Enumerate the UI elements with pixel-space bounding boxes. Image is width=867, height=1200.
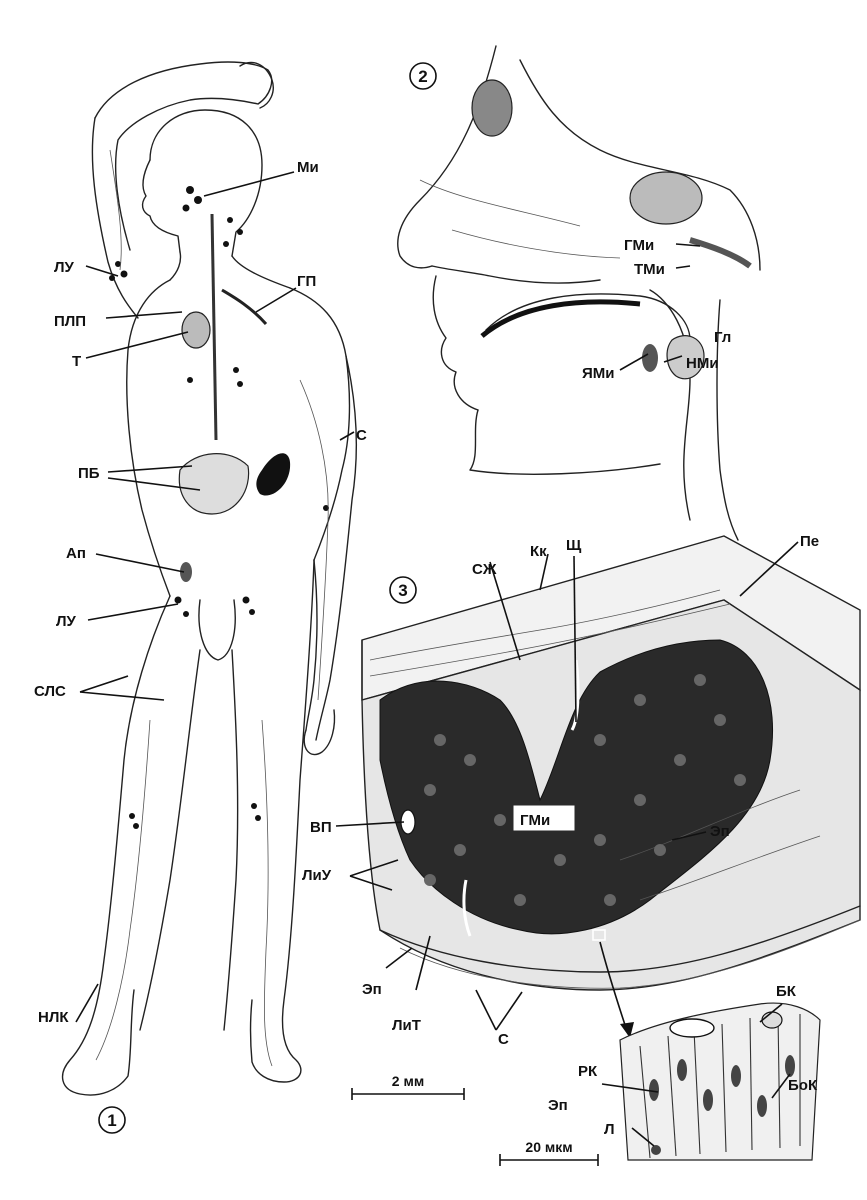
label-mi: Ми [297,159,319,176]
label-szh: СЖ [472,561,497,578]
label-s-tissue: С [498,1031,509,1048]
label-bk: БК [776,983,797,1000]
label-pe: Пе [800,533,819,550]
panel-1-human-figure [61,61,357,1096]
label-lit: ЛиТ [392,1017,421,1034]
label-bok: БоК [788,1077,818,1094]
label-rk: РК [578,1063,598,1080]
panel-number-1: 1 [98,1106,126,1134]
panel-number-2: 2 [409,62,437,90]
label-tmi: ТМи [634,261,665,278]
label-yami: ЯМи [582,365,615,382]
label-gmi-nose: ГМи [624,237,654,254]
label-nlk: НЛК [38,1009,69,1026]
label-gp: ГП [297,273,316,290]
leader-lines [75,171,799,1147]
label-t: Т [72,353,81,370]
panel-2-nasopharynx-section [397,45,761,541]
label-kk: Кк [530,543,547,560]
label-vp: ВП [310,819,332,836]
label-sls: СЛС [34,683,66,700]
scale-bar-mm: 2 мм [351,1073,465,1100]
label-ep-cells: Эп [548,1097,568,1114]
svg-text:20 мкм: 20 мкм [525,1139,572,1155]
label-gmi-tissue: ГМи [520,812,550,829]
label-ep-left: Эп [362,981,382,998]
label-gl: Гл [714,329,731,346]
label-lu-top: ЛУ [54,259,75,276]
svg-text:2: 2 [418,67,427,86]
label-l: Л [604,1121,615,1138]
panel-3-tissue-block [361,535,861,1038]
label-shch: Щ [566,537,582,554]
label-pb: ПБ [78,465,100,482]
label-ap: Ап [66,545,86,562]
label-ep-right: Эп [710,823,730,840]
scale-bar-um: 20 мкм [499,1139,599,1166]
panel-number-3: 3 [389,576,417,604]
epithelium-cell-detail [619,1002,821,1161]
svg-text:1: 1 [107,1111,116,1130]
label-lu-bottom: ЛУ [56,613,77,630]
svg-text:3: 3 [398,581,407,600]
label-liu: ЛиУ [302,867,332,884]
svg-text:2 мм: 2 мм [392,1073,424,1089]
label-plp: ПЛП [54,313,86,330]
label-nmi: НМи [686,355,719,372]
label-s-arm: С [356,427,367,444]
